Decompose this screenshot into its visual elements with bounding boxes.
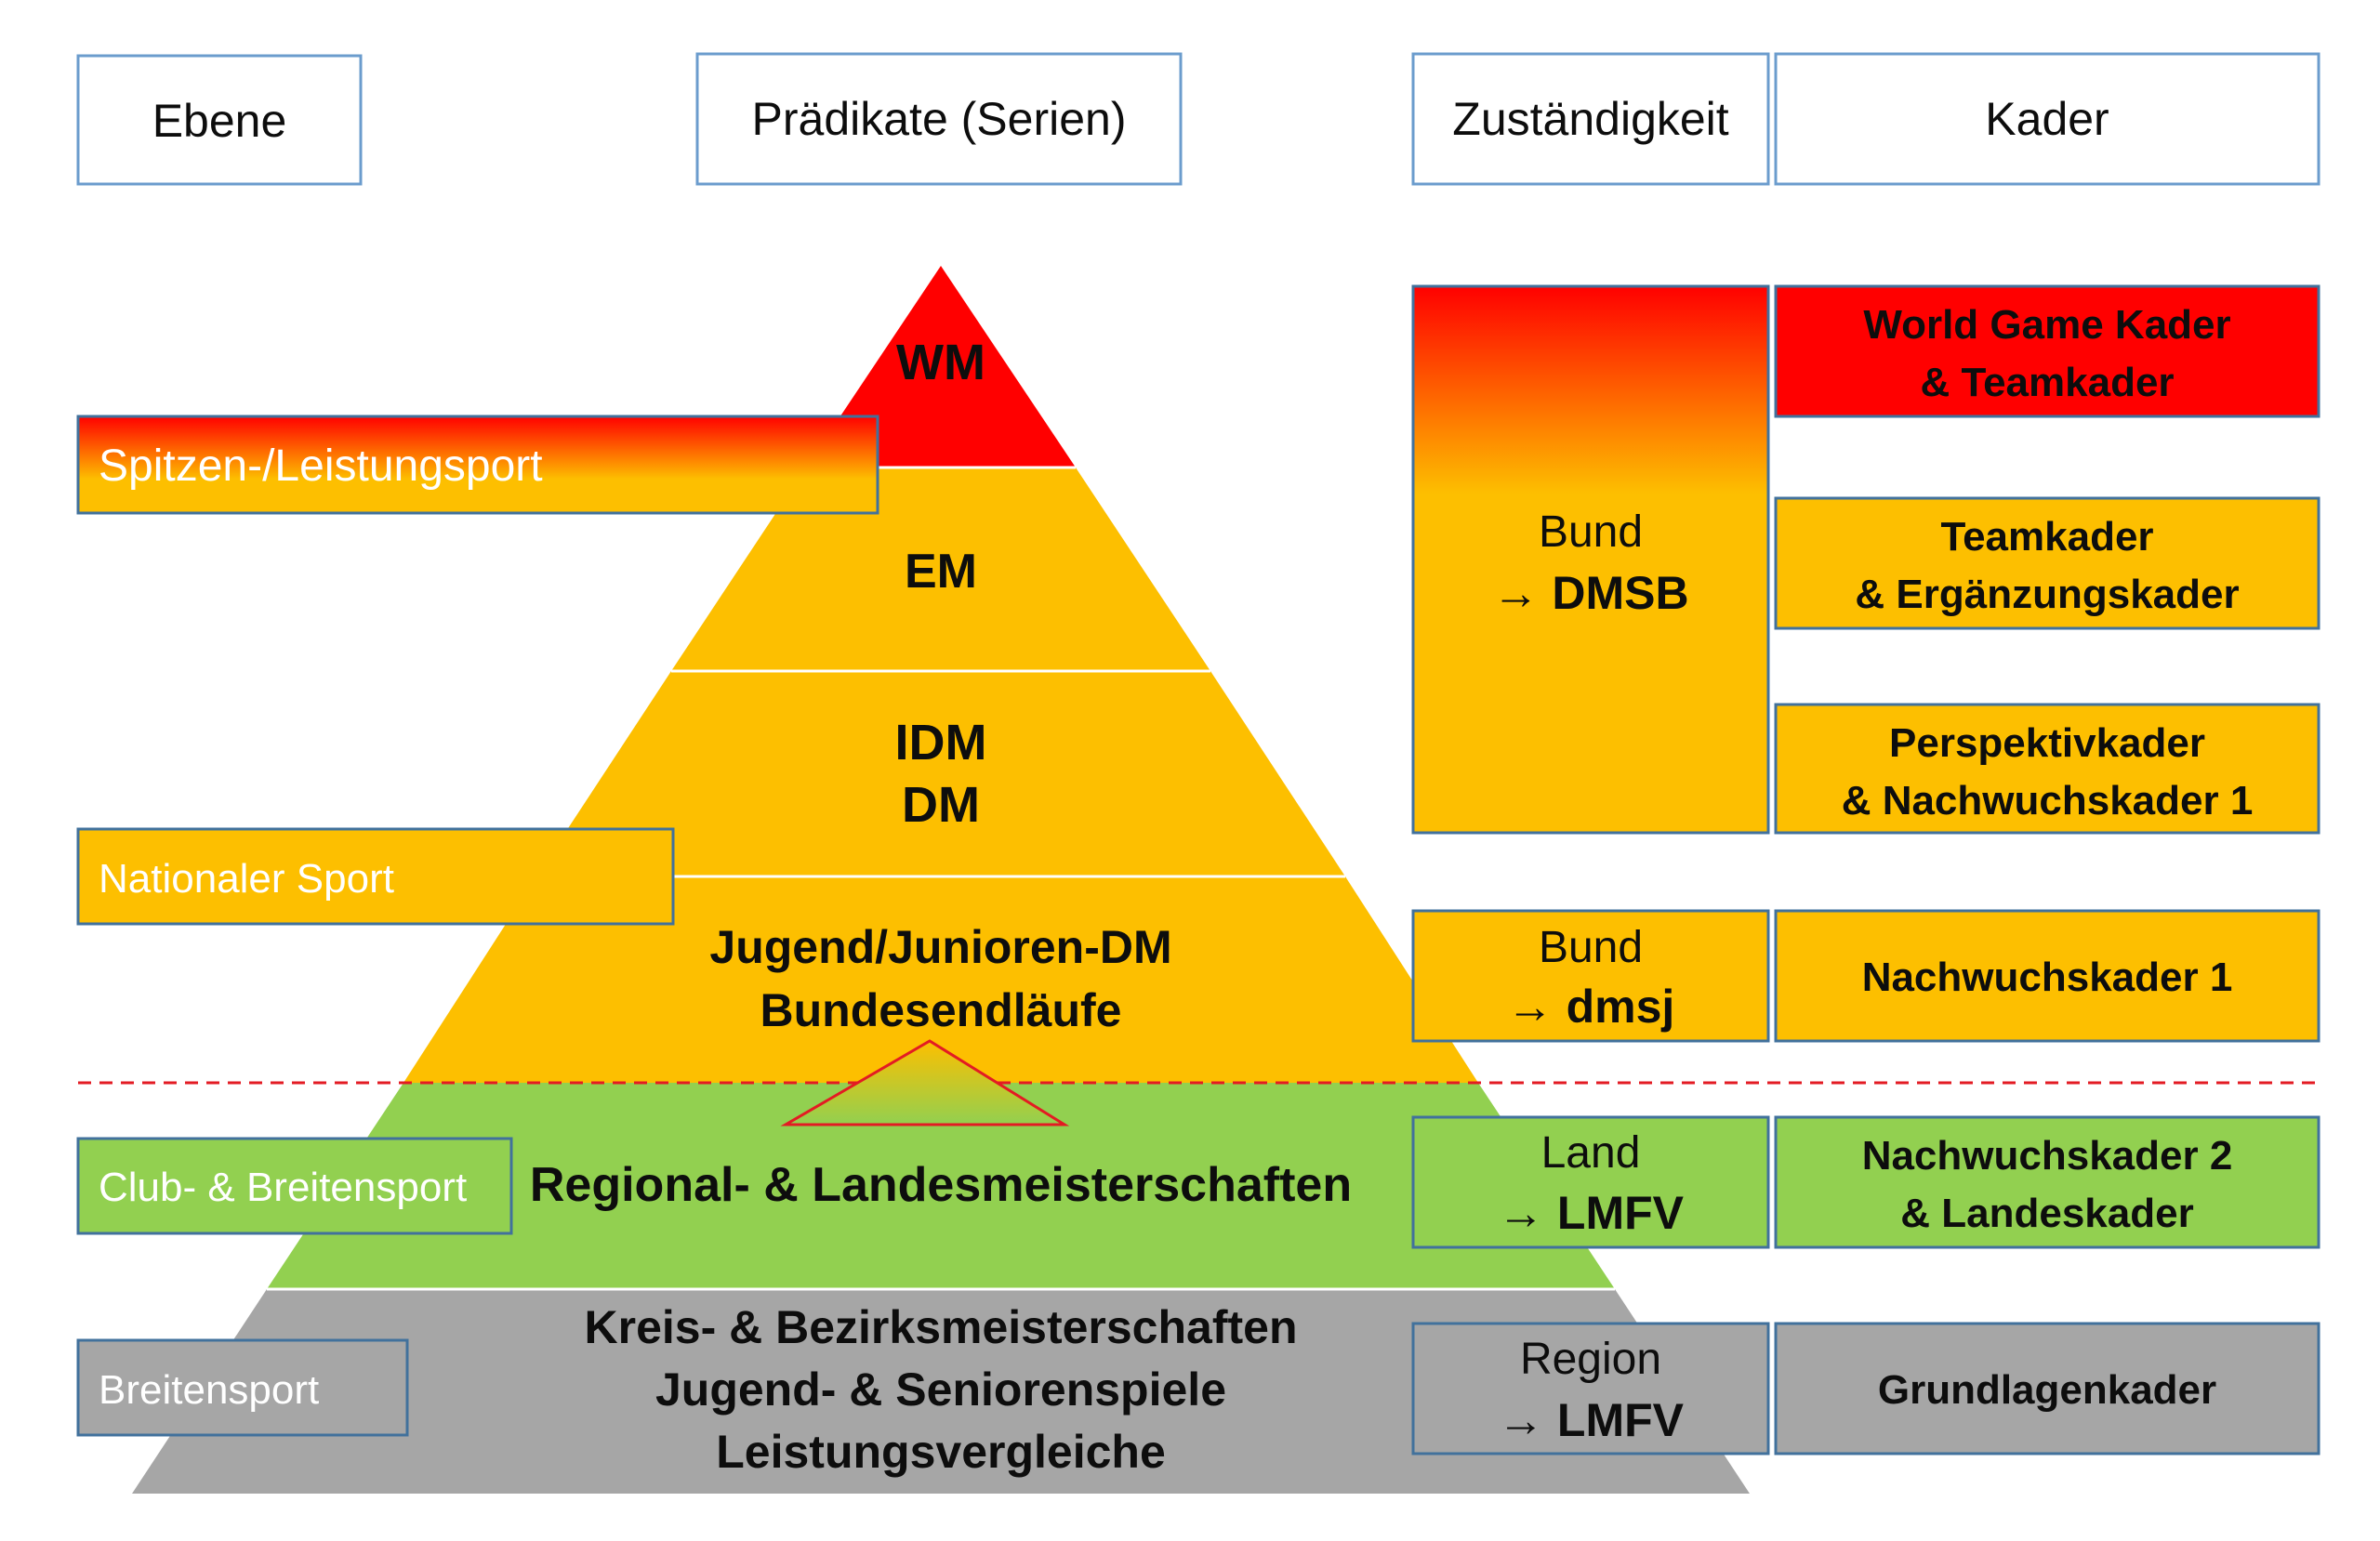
level-spitzen-label: Spitzen-/Leistungsport [99,441,543,491]
pyramid-tier-kreis [132,1289,1750,1494]
zust-bund-dmsj-line2: dmsj [1567,981,1675,1033]
pyramid-tier-regional [267,1083,1615,1289]
header-ebene-label: Ebene [152,95,287,147]
svg-text:→ DMSB: → DMSB [1492,567,1688,619]
pyramid-label-bundesendlaeufe: Bundesendläufe [760,984,1122,1036]
pyramid-label-leistungsvergleiche: Leistungsvergleiche [716,1426,1166,1478]
kader-nachwuchs2: Nachwuchskader 2 & Landeskader [1774,1115,2320,1249]
zust-bund-dmsb-line2: DMSB [1552,567,1688,619]
kader-perspektiv-line1: Perspektivkader [1889,720,2205,766]
kader-worldgame-line1: World Game Kader [1863,302,2230,348]
zust-bund-dmsj-line1: Bund [1539,923,1643,972]
pyramid-label-regional: Regional- & Landesmeisterschaften [530,1158,1352,1212]
svg-text:→ dmsj: → dmsj [1507,981,1675,1033]
zust-bund-dmsb: Bund → DMSB [1411,284,1770,835]
pyramid-tier-jugend [403,876,1478,1083]
kader-grundlagen-line1: Grundlagenkader [1878,1367,2216,1413]
header-praedikate: Prädikate (Serien) [695,52,1183,186]
header-zustaendigkeit: Zuständigkeit [1411,52,1770,186]
arrow-icon: → [1492,567,1539,619]
pyramid-label-em: EM [905,545,977,599]
arrow-icon: → [1498,1394,1544,1446]
kader-nachwuchs2-line1: Nachwuchskader 2 [1862,1133,2233,1179]
kader-teamkader-line1: Teamkader [1940,514,2153,560]
arrow-icon: → [1507,981,1554,1033]
zust-region-line1: Region [1520,1335,1661,1384]
arrow-icon: → [1498,1187,1544,1239]
kader-teamkader-line2: & Ergänzungskader [1855,572,2239,617]
kader-nachwuchs1: Nachwuchskader 1 [1774,909,2320,1043]
header-kader: Kader [1774,52,2320,186]
kader-nachwuchs1-line1: Nachwuchskader 1 [1862,955,2233,1000]
zust-land-line1: Land [1541,1128,1641,1178]
small-triangle-marker [780,1039,1070,1126]
pyramid-label-jugend-dm: Jugend/Junioren-DM [709,921,1171,973]
level-national: Nationaler Sport [76,827,675,926]
pyramid-label-jugend-senioren: Jugend- & Seniorenspiele [655,1363,1226,1416]
level-club: Club- & Breitensport [76,1137,513,1235]
level-club-label: Club- & Breitensport [99,1165,467,1210]
zust-bund-dmsj: Bund → dmsj [1411,909,1770,1043]
header-zustaendigkeit-label: Zuständigkeit [1452,93,1728,145]
kader-perspektiv: Perspektivkader & Nachwuchskader 1 [1774,703,2320,835]
kader-worldgame-line2: & Teamkader [1920,360,2174,405]
level-breiten: Breitensport [76,1338,409,1437]
level-breiten-label: Breitensport [99,1367,319,1413]
pyramid-label-dm: DM [902,777,980,833]
svg-text:→ LMFV: → LMFV [1498,1394,1685,1446]
pyramid-label-idm: IDM [895,715,987,770]
level-national-label: Nationaler Sport [99,856,394,902]
level-spitzen: Spitzen-/Leistungsport [76,415,879,515]
pyramid-tier-idm [536,671,1345,876]
kader-grundlagen: Grundlagenkader [1774,1322,2320,1455]
zust-region: Region → LMFV [1411,1322,1770,1455]
pyramid-tier-em [671,468,1210,671]
svg-text:→ LMFV: → LMFV [1498,1187,1685,1239]
zust-region-line2: LMFV [1557,1394,1685,1446]
header-praedikate-label: Prädikate (Serien) [752,93,1127,145]
header-kader-label: Kader [1985,93,2109,145]
zust-land-line2: LMFV [1557,1187,1685,1239]
zust-land: Land → LMFV [1411,1115,1770,1249]
header-ebene: Ebene [76,54,363,186]
kader-nachwuchs2-line2: & Landeskader [1900,1191,2193,1236]
pyramid-label-wm: WM [896,335,985,390]
zust-bund-dmsb-line1: Bund [1539,507,1643,557]
pyramid-label-kreis: Kreis- & Bezirksmeisterschaften [585,1301,1298,1353]
kader-teamkader: Teamkader & Ergänzungskader [1774,496,2320,630]
kader-worldgame: World Game Kader & Teamkader [1774,284,2320,418]
kader-perspektiv-line2: & Nachwuchskader 1 [1842,778,2254,823]
